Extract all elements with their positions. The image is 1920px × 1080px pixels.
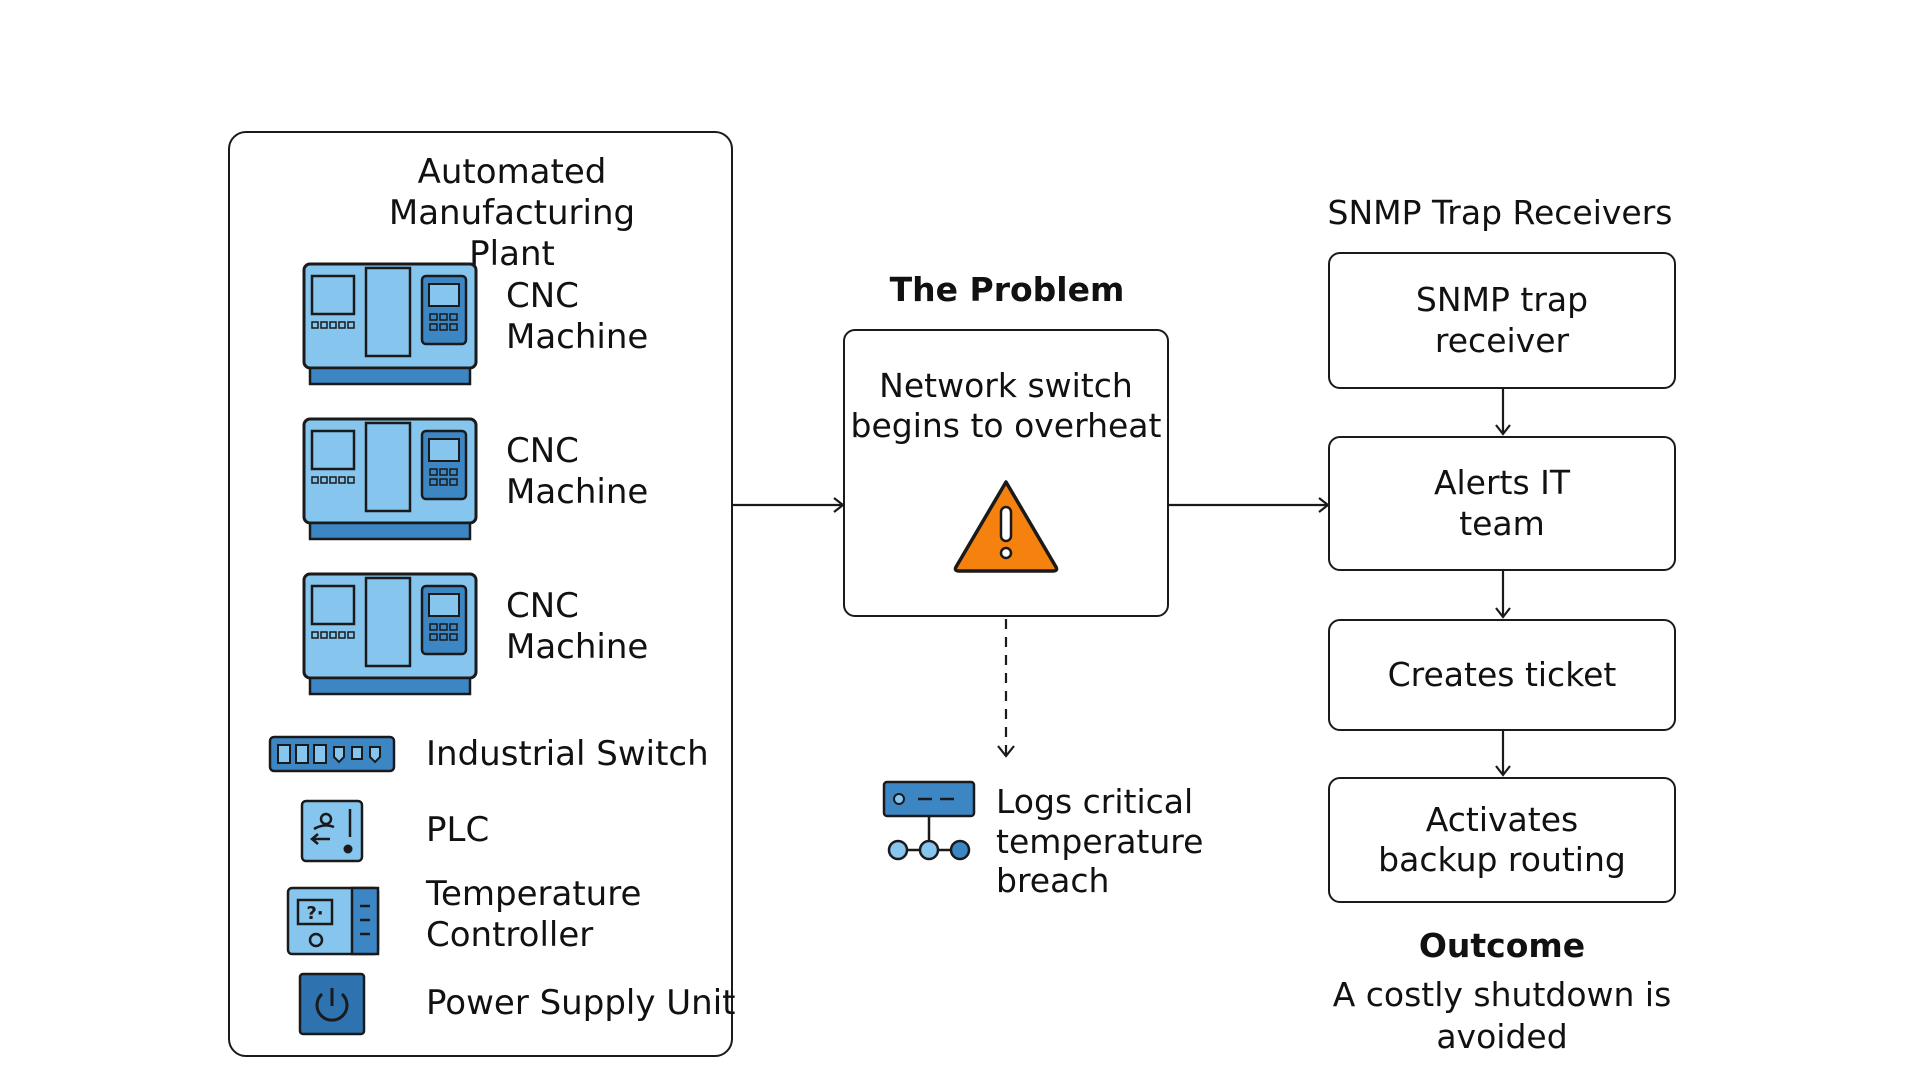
cnc-machine-label: CNC Machine <box>506 586 649 667</box>
power-supply-icon <box>298 972 366 1036</box>
snmp-step-box: Creates ticket <box>1328 619 1676 731</box>
industrial-switch-label: Industrial Switch <box>426 734 709 774</box>
outcome-heading: Outcome <box>1418 926 1586 965</box>
power-supply-label: Power Supply Unit <box>426 983 736 1023</box>
snmp-step-label: Activates backup routing <box>1378 799 1626 879</box>
industrial-switch-icon <box>268 735 396 773</box>
problem-heading: The Problem <box>889 270 1125 309</box>
cnc-machine-label: CNC Machine <box>506 431 649 512</box>
arrow-step1-to-step2 <box>1495 389 1511 436</box>
arrow-problem-to-snmp <box>1169 497 1330 513</box>
log-text: Logs critical temperature breach <box>996 782 1204 901</box>
plant-title: Automated Manufacturing Plant <box>388 152 636 274</box>
snmp-step-label: Alerts IT team <box>1433 463 1571 543</box>
svg-text:?·: ?· <box>306 903 323 924</box>
arrow-step2-to-step3 <box>1495 571 1511 619</box>
cnc-machine-icon <box>302 572 478 696</box>
server-log-icon <box>882 780 976 861</box>
snmp-step-label: Creates ticket <box>1387 654 1617 694</box>
cnc-machine-label: CNC Machine <box>506 276 649 357</box>
temperature-controller-icon: ?· <box>286 886 380 956</box>
plc-label: PLC <box>426 810 490 850</box>
snmp-heading: SNMP Trap Receivers <box>1327 193 1673 232</box>
cnc-machine-icon <box>302 417 478 541</box>
arrow-problem-to-log <box>997 619 1015 758</box>
plc-icon <box>300 799 364 863</box>
warning-icon <box>953 480 1059 573</box>
temperature-controller-label: Temperature Controller <box>426 874 642 955</box>
snmp-step-box: SNMP trap receiver <box>1328 252 1676 389</box>
arrow-step3-to-step4 <box>1495 731 1511 777</box>
snmp-step-label: SNMP trap receiver <box>1415 280 1589 360</box>
arrow-plant-to-problem <box>733 497 845 513</box>
snmp-step-box: Alerts IT team <box>1328 436 1676 571</box>
outcome-text: A costly shutdown is avoided <box>1332 975 1672 1056</box>
problem-text: Network switch begins to overheat <box>850 366 1162 446</box>
cnc-machine-icon <box>302 262 478 386</box>
snmp-step-box: Activates backup routing <box>1328 777 1676 903</box>
